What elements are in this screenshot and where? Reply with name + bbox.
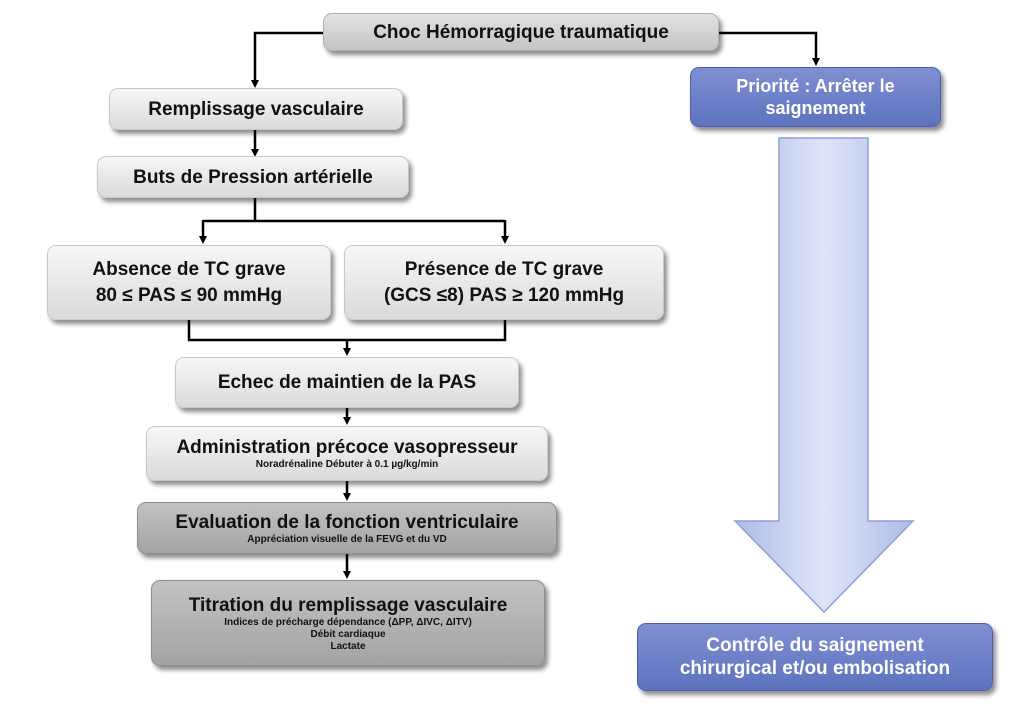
connector-merge [187,320,507,342]
box-priorite-line2: saignement [765,98,866,118]
box-echec-maintien: Echec de maintien de la PAS [175,357,519,408]
box-buts-pression: Buts de Pression artérielle [97,156,409,198]
box-controle-line1: Contrôle du saignement [706,635,924,656]
box-presence-line2: (GCS ≤8) PAS ≥ 120 mmHg [383,284,625,306]
box-buts-label: Buts de Pression artérielle [133,166,373,188]
big-down-arrow [733,137,915,614]
box-presence-line1: Présence de TC grave [404,258,604,280]
box-controle-saignement: Contrôle du saignement chirurgical et/ou… [637,623,993,691]
box-titration-remplissage: Titration du remplissage vasculaire Indi… [151,580,545,666]
box-admin-title: Administration précoce vasopresseur [176,437,518,458]
connector-top-right [718,31,820,66]
box-priorite-line1: Priorité : Arrêter le [736,76,895,96]
box-choc-hemorragique: Choc Hémorragique traumatique [323,13,719,51]
box-absence-line1: Absence de TC grave [92,258,286,280]
box-titration-item: Débit cardiaque [310,628,386,640]
box-administration-vasopresseur: Administration précoce vasopresseur Nora… [146,426,548,481]
box-titration-title: Titration du remplissage vasculaire [188,594,508,616]
box-titration-item: Indices de précharge dépendance (ΔPP, ΔI… [224,616,472,628]
box-evaluation-title: Evaluation de la fonction ventriculaire [175,511,519,533]
connector-top-left [251,31,325,88]
box-echec-label: Echec de maintien de la PAS [217,372,477,393]
box-priorite-saignement: Priorité : Arrêter le saignement [690,67,941,127]
box-titration-item: Lactate [330,640,366,652]
box-presence-tc-grave: Présence de TC grave (GCS ≤8) PAS ≥ 120 … [344,245,664,320]
connector-buts-split [203,197,505,223]
box-evaluation-sub: Appréciation visuelle de la FEVG et du V… [247,533,447,545]
box-evaluation-ventriculaire: Evaluation de la fonction ventriculaire … [137,502,557,554]
box-absence-tc-grave: Absence de TC grave 80 ≤ PAS ≤ 90 mmHg [47,245,331,320]
box-admin-sub: Noradrénaline Débuter à 0.1 µg/kg/min [255,459,439,470]
box-absence-line2: 80 ≤ PAS ≤ 90 mmHg [95,284,283,306]
box-controle-line2: chirurgical et/ou embolisation [679,658,951,679]
box-remplissage-label: Remplissage vasculaire [148,98,364,120]
box-choc-title: Choc Hémorragique traumatique [373,21,669,43]
box-remplissage-vasculaire: Remplissage vasculaire [109,88,403,130]
